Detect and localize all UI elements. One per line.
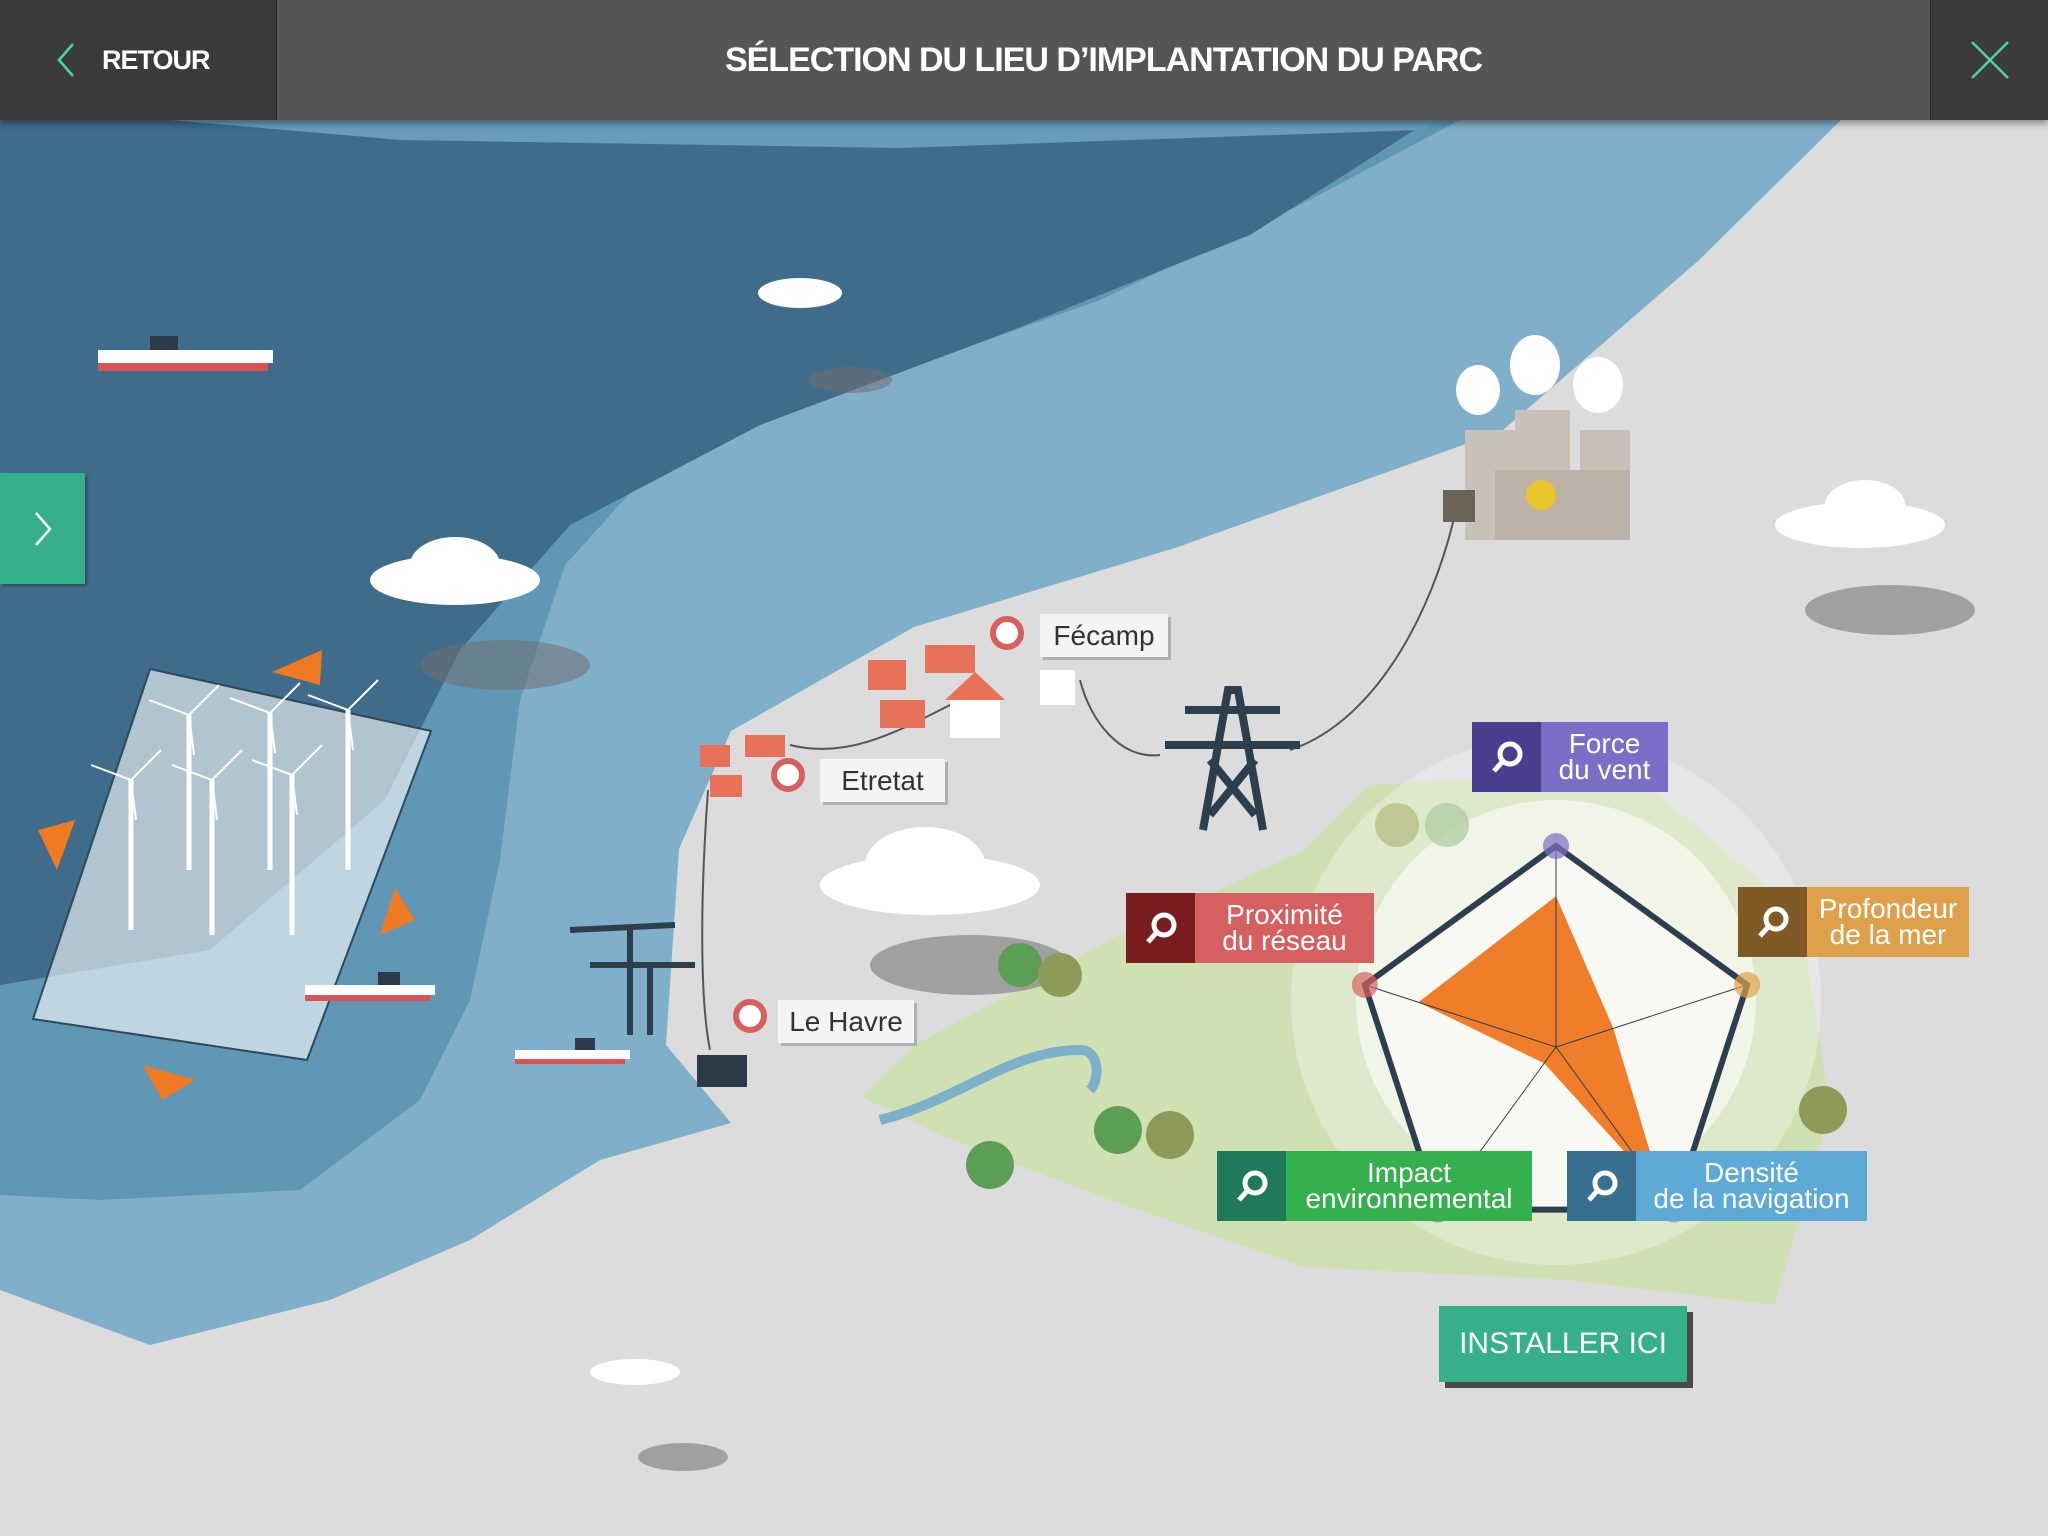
criterion-line2: de la mer — [1829, 919, 1947, 950]
criterion-line2: du vent — [1558, 754, 1651, 785]
criterion-line1: Proximité — [1226, 899, 1343, 930]
place-pins[interactable] — [733, 616, 1024, 1033]
zone-handles[interactable] — [38, 650, 415, 1100]
substation-icon — [697, 1055, 747, 1087]
header: RETOUR SÉLECTION DU LIEU D’IMPLANTATION … — [0, 0, 2048, 120]
page-title: SÉLECTION DU LIEU D’IMPLANTATION DU PARC — [724, 40, 1483, 79]
pylon-icon — [1165, 686, 1300, 831]
close-button[interactable] — [1930, 0, 2048, 120]
cables — [701, 489, 1461, 1051]
radar-vertex-dot — [1734, 971, 1761, 998]
river — [878, 1044, 1102, 1125]
pin-etretat — [771, 758, 805, 792]
trees — [966, 803, 1847, 1189]
chevron-left-icon — [57, 43, 74, 77]
criterion-line2: environnemental — [1305, 1183, 1513, 1214]
radar-chart — [1351, 833, 1761, 1223]
cranes-icon — [569, 922, 695, 1035]
place-label-etretat[interactable]: Etretat — [820, 759, 945, 802]
install-here-button[interactable]: INSTALLER ICI — [1439, 1306, 1687, 1382]
back-label: RETOUR — [102, 44, 211, 75]
criterion-line1: Densité — [1704, 1157, 1799, 1188]
radar-vertex-dot — [1351, 971, 1378, 998]
sea-band — [170, 120, 1440, 148]
criterion-line1: Profondeur — [1818, 893, 1958, 924]
criterion-line1: Impact — [1366, 1157, 1452, 1188]
search-icon[interactable] — [1126, 893, 1195, 963]
place-label-le-havre[interactable]: Le Havre — [778, 1000, 914, 1043]
criterion-line1: Force — [1568, 728, 1641, 759]
radar-axis — [1364, 984, 1557, 1048]
pin-le-havre — [733, 999, 767, 1033]
radar-outline — [1361, 842, 1751, 1213]
towns — [700, 645, 1075, 797]
radar-value-area — [1418, 896, 1663, 1194]
close-icon — [1970, 41, 2009, 79]
power-plant-icon — [1443, 335, 1630, 540]
radar-vertex-dot — [1543, 833, 1569, 859]
search-icon[interactable] — [1738, 887, 1807, 957]
ships — [98, 336, 630, 1064]
search-icon[interactable] — [1472, 722, 1541, 792]
wind-farm-zone[interactable] — [31, 667, 433, 1062]
criterion-line2: de la navigation — [1653, 1183, 1850, 1214]
search-icon[interactable] — [1567, 1151, 1636, 1221]
back-button[interactable]: RETOUR — [0, 0, 277, 120]
clouds — [370, 278, 1945, 1385]
radar-axis — [1555, 984, 1748, 1048]
pin-fecamp — [990, 616, 1024, 650]
open-panel-button[interactable] — [0, 473, 85, 584]
search-icon[interactable] — [1217, 1151, 1286, 1221]
chevron-right-icon — [34, 511, 52, 546]
criterion-line2: du réseau — [1222, 925, 1347, 956]
place-label-fecamp[interactable]: Fécamp — [1040, 614, 1168, 657]
